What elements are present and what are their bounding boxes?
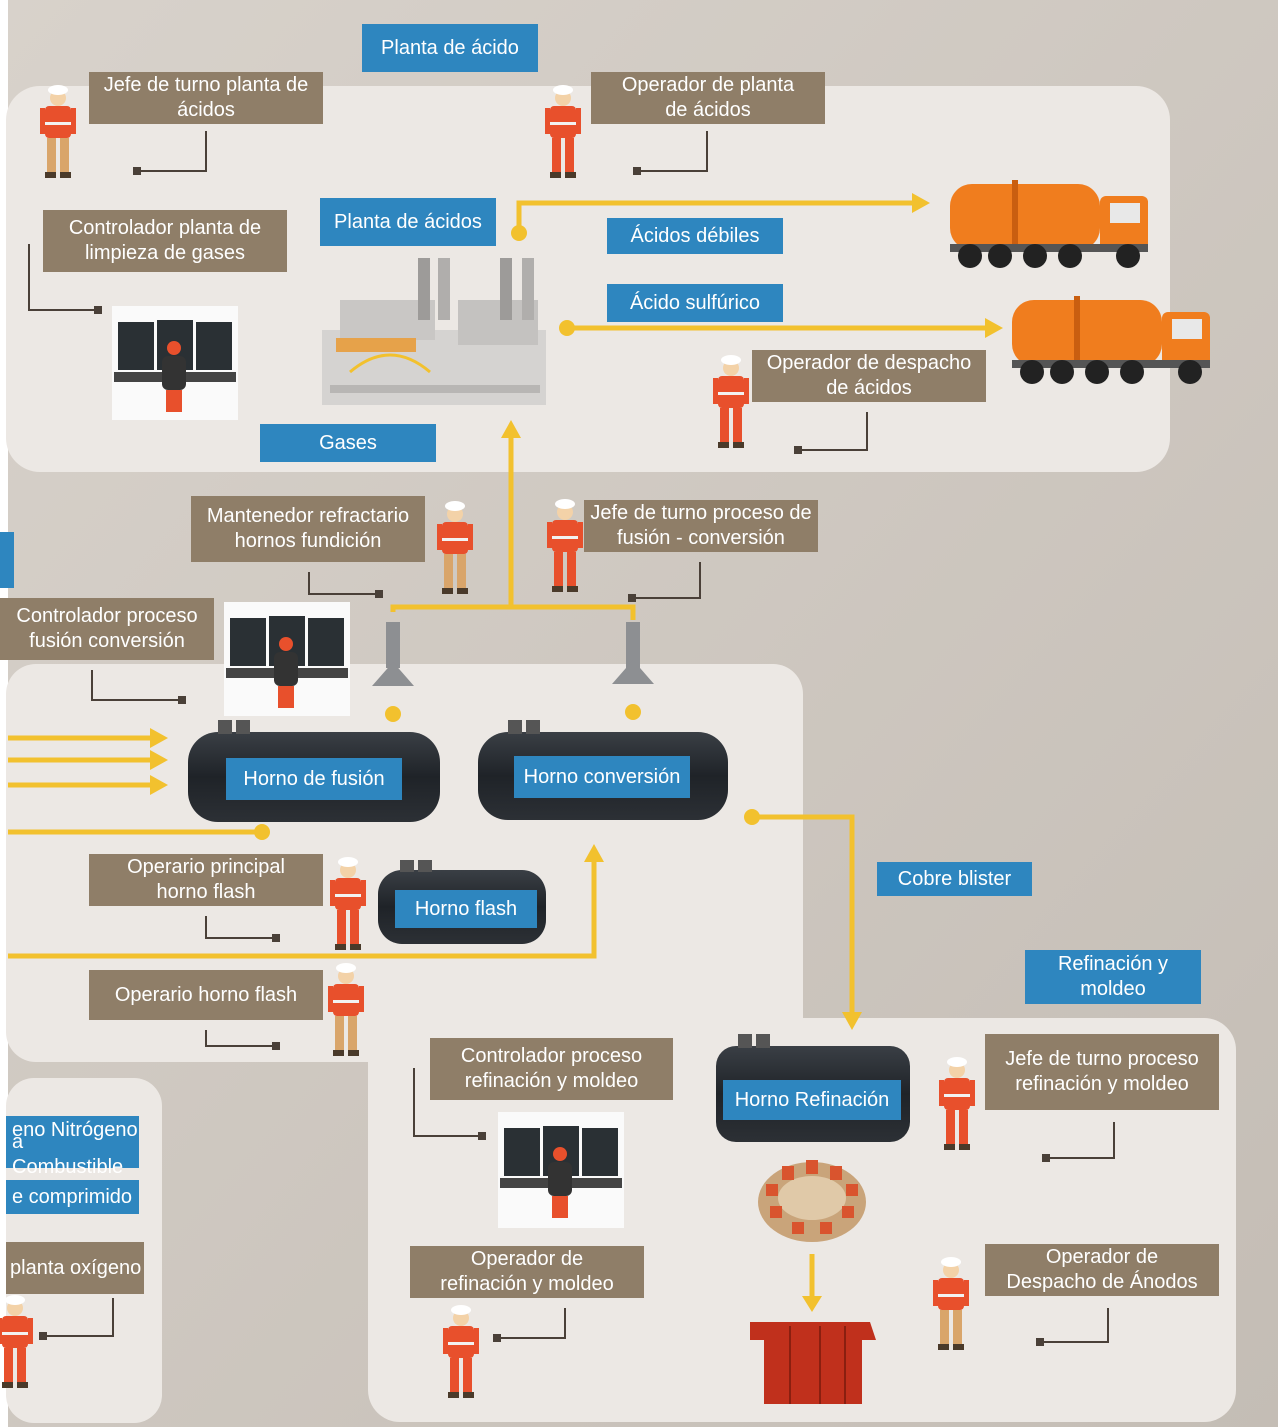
- control-console-fusion: [224, 602, 350, 716]
- role-jefe-turno-acidos: Jefe de turno planta de ácidos: [89, 72, 323, 124]
- role-operador-despacho-anodos: Operador de Despacho de Ánodos: [985, 1244, 1219, 1296]
- worker-figure: [443, 1305, 479, 1398]
- gases-label: Gases: [260, 424, 436, 462]
- flow-arrowheads: [150, 193, 1003, 1312]
- planta-acidos-label: Planta de ácidos: [320, 198, 496, 246]
- worker-figure: [40, 85, 76, 178]
- worker-figure: [933, 1257, 969, 1350]
- acid-plant-section-title: Planta de ácido: [362, 24, 538, 72]
- horno-flash-label: Horno flash: [395, 890, 537, 928]
- worker-figure: [0, 1295, 33, 1388]
- role-controlador-limpieza-gases: Controlador planta de limpieza de gases: [43, 210, 287, 272]
- role-operario-flash: Operario horno flash: [89, 970, 323, 1020]
- casting-wheel: [758, 1160, 866, 1242]
- gas-hoods: [372, 622, 654, 686]
- horno-fusion-label: Horno de fusión: [226, 758, 402, 800]
- acidos-debiles-label: Ácidos débiles: [607, 218, 783, 254]
- cobre-blister-label: Cobre blister: [877, 862, 1032, 896]
- nitrogeno-label: eno Nitrógeno: [6, 1116, 139, 1144]
- role-operador-despacho-acidos: Operador de despacho de ácidos: [752, 350, 986, 402]
- role-jefe-turno-fusion: Jefe de turno proceso de fusión - conver…: [584, 500, 818, 552]
- combustible-label: a Combustible: [6, 1131, 139, 1178]
- refining-section-title: Refinación y moldeo: [1025, 950, 1201, 1004]
- truck-acidos-debiles: [950, 180, 1148, 268]
- worker-figure: [330, 857, 366, 950]
- worker-figure: [545, 85, 581, 178]
- worker-figure: [328, 963, 364, 1056]
- role-controlador-fusion: Controlador proceso fusión conversión: [0, 598, 214, 660]
- acido-sulfurico-label: Ácido sulfúrico: [607, 284, 783, 322]
- comprimido-label: e comprimido: [6, 1180, 139, 1214]
- flow-lines: [8, 200, 985, 1298]
- role-controlador-refinacion: Controlador proceso refinación y moldeo: [430, 1038, 673, 1100]
- horno-refinacion-label: Horno Refinación: [723, 1080, 901, 1120]
- worker-figure: [939, 1057, 975, 1150]
- control-console-refinacion: [498, 1112, 624, 1228]
- role-operador-refinacion: Operador de refinación y moldeo: [410, 1246, 644, 1298]
- copper-anodes: [750, 1322, 876, 1404]
- control-console-gases: [112, 306, 238, 420]
- worker-figure: [437, 501, 473, 594]
- role-operador-planta-acidos: Operador de planta de ácidos: [591, 72, 825, 124]
- role-connectors: [28, 131, 1115, 1343]
- worker-figure: [713, 355, 749, 448]
- role-jefe-turno-refinacion: Jefe de turno proceso refinación y molde…: [985, 1034, 1219, 1110]
- truck-acido-sulfurico: [1012, 296, 1210, 384]
- worker-figure: [547, 499, 583, 592]
- horno-conversion-label: Horno conversión: [514, 756, 690, 798]
- workers: [0, 85, 975, 1398]
- role-mantenedor-refractario: Mantenedor refractario hornos fundición: [191, 496, 425, 562]
- role-planta-oxigeno: planta oxígeno: [6, 1242, 144, 1294]
- role-operario-principal-flash: Operario principal horno flash: [89, 854, 323, 906]
- acid-plant-building: [322, 258, 546, 405]
